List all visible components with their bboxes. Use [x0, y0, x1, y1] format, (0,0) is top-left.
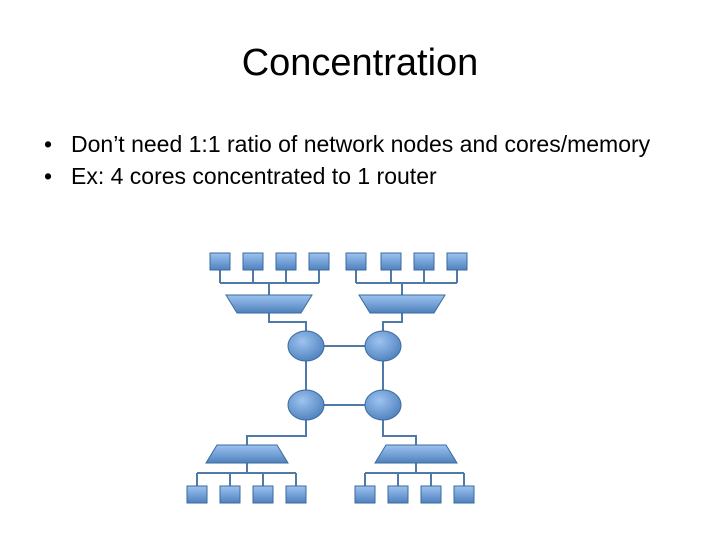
bullet-item-1: • Don’t need 1:1 ratio of network nodes …	[44, 130, 684, 158]
router-to-concentrator-link	[382, 419, 417, 445]
bullet-marker: •	[44, 131, 53, 157]
core-node	[186, 485, 208, 504]
router-node	[364, 389, 402, 421]
core-node	[308, 252, 330, 271]
core-node	[345, 252, 367, 271]
router-to-concentrator-link	[246, 419, 307, 445]
bullet-text: Don’t need 1:1 ratio of network nodes an…	[71, 131, 651, 157]
core-node	[252, 485, 274, 504]
concentrator	[225, 294, 313, 314]
core-node	[285, 485, 307, 504]
concentrator	[358, 294, 446, 314]
core-node	[209, 252, 231, 271]
nodes-layer	[186, 252, 475, 504]
core-node	[354, 485, 376, 504]
router-node	[364, 330, 402, 362]
concentrator-to-router-link	[268, 313, 307, 332]
concentrator	[374, 444, 458, 464]
core-node	[242, 252, 264, 271]
bullet-marker: •	[44, 163, 53, 189]
core-node	[420, 485, 442, 504]
core-node	[413, 252, 435, 271]
core-node	[446, 252, 468, 271]
bullet-text: Ex: 4 cores concentrated to 1 router	[71, 163, 437, 189]
concentrator	[205, 444, 289, 464]
core-node	[219, 485, 241, 504]
slide-title: Concentration	[241, 42, 479, 84]
bullet-item-2: • Ex: 4 cores concentrated to 1 router	[44, 162, 684, 190]
core-node	[387, 485, 409, 504]
bullet-list: • Don’t need 1:1 ratio of network nodes …	[44, 130, 684, 194]
concentrator-to-router-link	[382, 313, 403, 332]
links-layer	[196, 270, 465, 486]
core-node	[453, 485, 475, 504]
router-node	[287, 330, 325, 362]
router-node	[287, 389, 325, 421]
core-node	[380, 252, 402, 271]
core-node	[275, 252, 297, 271]
